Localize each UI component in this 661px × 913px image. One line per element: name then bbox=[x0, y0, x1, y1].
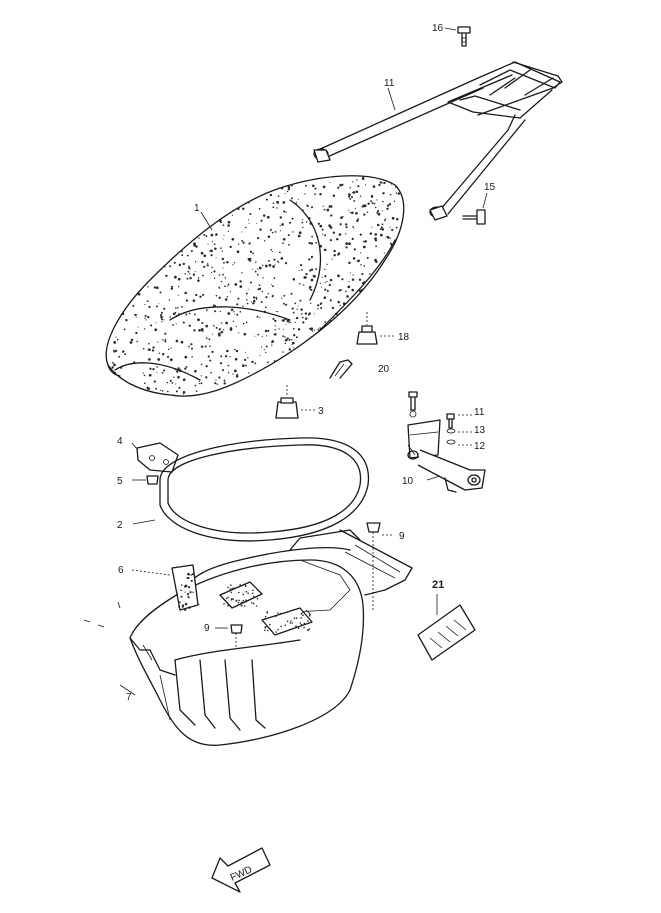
callout-15: 15 bbox=[484, 182, 496, 193]
bolt-part-9-left bbox=[215, 624, 243, 648]
callout-3: 3 bbox=[318, 406, 324, 417]
callout-12: 12 bbox=[474, 441, 486, 452]
seat-part-1 bbox=[105, 175, 405, 397]
label-sticker-part-21 bbox=[417, 594, 476, 661]
cover-part-6 bbox=[131, 564, 200, 612]
fwd-direction-arrow: FWD bbox=[211, 847, 271, 893]
callout-6: 6 bbox=[118, 565, 124, 576]
rubber-bumper-part-18 bbox=[356, 312, 395, 345]
callout-18: 18 bbox=[398, 332, 410, 343]
rear-carrier-rack bbox=[313, 61, 563, 221]
callout-9-left: 9 bbox=[204, 623, 210, 634]
callout-10: 10 bbox=[402, 476, 414, 487]
callout-1: 1 bbox=[194, 203, 200, 214]
washer-part-13 bbox=[446, 428, 472, 434]
callout-7: 7 bbox=[126, 692, 132, 703]
stray-marks bbox=[83, 601, 121, 628]
callout-9-right: 9 bbox=[399, 531, 405, 542]
callout-4: 4 bbox=[117, 436, 123, 447]
clip-part-20 bbox=[329, 359, 353, 379]
callout-20: 20 bbox=[378, 364, 390, 375]
storage-box-part-7 bbox=[119, 529, 413, 746]
callout-5: 5 bbox=[117, 476, 123, 487]
bumper-part-3 bbox=[275, 385, 316, 419]
leader-lines bbox=[200, 27, 488, 231]
callout-16: 16 bbox=[432, 23, 444, 34]
bolt-part-16 bbox=[457, 26, 471, 47]
hinge-plate-part-4 bbox=[131, 442, 179, 473]
bolt-part-15 bbox=[462, 209, 486, 225]
gasket-part-2 bbox=[132, 437, 370, 542]
screw-part-5 bbox=[132, 475, 159, 485]
callout-2: 2 bbox=[117, 520, 123, 531]
pad-texture bbox=[223, 583, 311, 633]
bolt-part-9-right bbox=[366, 522, 394, 612]
washer-part-12 bbox=[446, 439, 472, 446]
callout-21: 21 bbox=[432, 579, 444, 591]
callout-11-rack: 11 bbox=[384, 78, 395, 89]
callout-13: 13 bbox=[474, 425, 486, 436]
seat-hinge-part-10 bbox=[407, 419, 486, 493]
callout-11-bolt: 11 bbox=[474, 407, 485, 418]
bolt-part-11-lower bbox=[408, 391, 472, 429]
